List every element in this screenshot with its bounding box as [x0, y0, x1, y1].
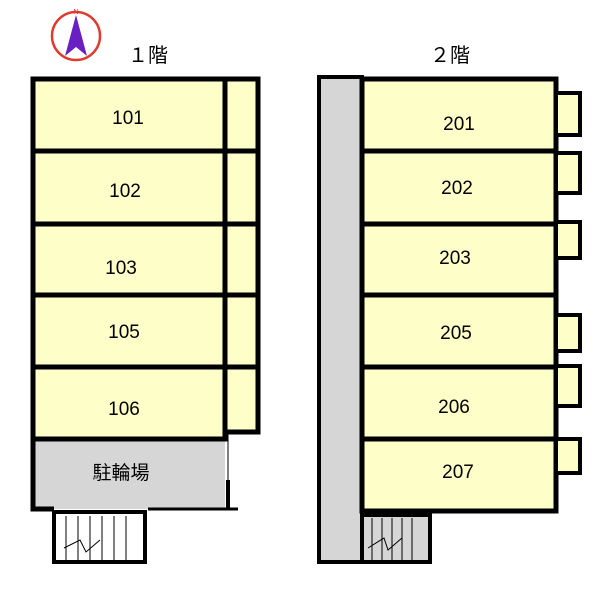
- balcony-101: [222, 76, 261, 154]
- balcony-102: [222, 148, 261, 227]
- unit-label-106: 106: [108, 399, 140, 420]
- unit-205: [359, 292, 559, 370]
- unit-label-105: 105: [108, 322, 140, 343]
- floor-1-plan: 101 102 103 105 106 駐輪場: [30, 76, 261, 564]
- compass-north-label: N: [73, 9, 78, 16]
- unit-label-207: 207: [442, 462, 474, 483]
- floor-2-title: ２階: [430, 44, 470, 67]
- unit-label-203: 203: [439, 248, 471, 269]
- corridor: [317, 75, 364, 564]
- unit-label-205: 205: [440, 323, 472, 344]
- balcony-206: [554, 364, 582, 408]
- bicycle-parking-label: 駐輪場: [92, 462, 149, 484]
- north-arrow-icon: [65, 15, 87, 56]
- balcony-103: [222, 221, 261, 298]
- balcony-203: [554, 220, 582, 260]
- unit-label-102: 102: [109, 181, 141, 202]
- stairs-floor-1: [52, 510, 147, 564]
- balcony-202: [554, 151, 582, 195]
- balcony-201: [554, 91, 582, 137]
- floor-2-plan: 201 202 203 205 206 207: [317, 75, 582, 564]
- unit-label-201: 201: [443, 114, 475, 135]
- balcony-207: [554, 437, 582, 475]
- balcony-105: [222, 292, 261, 370]
- unit-label-202: 202: [441, 178, 473, 199]
- floor-1-title: １階: [128, 44, 168, 67]
- unit-label-101: 101: [112, 108, 144, 129]
- bicycle-parking-wall-left: [30, 439, 54, 512]
- balcony-106: [222, 364, 261, 435]
- unit-202: [359, 148, 559, 227]
- compass: N: [50, 9, 102, 62]
- unit-label-103: 103: [105, 258, 137, 279]
- unit-106: [30, 364, 228, 442]
- balcony-205: [554, 313, 582, 353]
- stairs-floor-2: [360, 513, 432, 564]
- bicycle-parking-area: [33, 439, 225, 509]
- unit-103: [30, 221, 228, 298]
- unit-label-206: 206: [438, 397, 470, 418]
